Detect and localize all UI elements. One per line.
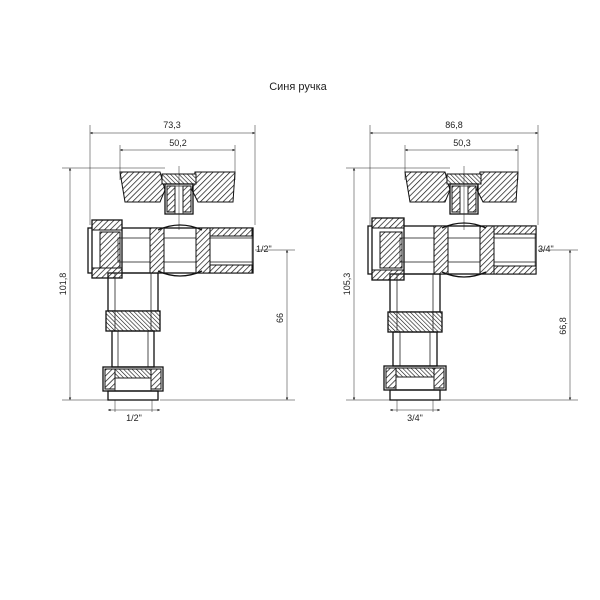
butterfly-handle	[404, 166, 519, 230]
dim-label-bottom-thread: 3/4"	[407, 413, 423, 423]
drawing-title: Синя ручка	[269, 81, 327, 93]
valve-body	[367, 217, 537, 281]
dim-label-handle-width: 50,2	[169, 138, 187, 148]
valve-stem	[383, 273, 447, 401]
dim-label-outlet-height: 66,8	[558, 317, 568, 335]
dim-label-overall-width: 86,8	[445, 120, 463, 130]
dim-label-overall-height: 101,8	[58, 273, 68, 296]
butterfly-handle	[119, 166, 236, 230]
dim-outlet-height: 66	[160, 249, 295, 401]
dim-label-side-thread: 1/2"	[256, 244, 272, 254]
dim-outlet-height: 66,8	[440, 249, 578, 401]
dim-overall-width: 86,8	[369, 120, 539, 225]
dim-label-overall-width: 73,3	[163, 120, 181, 130]
dim-overall-height: 101,8	[58, 167, 165, 401]
dim-overall-height: 105,3	[342, 167, 450, 401]
dim-overall-width: 73,3	[89, 120, 256, 225]
dim-label-handle-width: 50,3	[453, 138, 471, 148]
valve-right: 86,8 50,3 105,3 66,8 3/4"	[342, 120, 578, 423]
dim-label-side-thread: 3/4"	[538, 244, 554, 254]
valve-body	[87, 219, 254, 279]
dim-side-thread: 3/4"	[534, 226, 554, 272]
valve-left: 73,3 50,2 101,8 66 1/2"	[58, 120, 295, 423]
dim-bottom-thread: 3/4"	[390, 400, 440, 423]
valve-stem	[102, 272, 164, 401]
dim-label-outlet-height: 66	[275, 313, 285, 323]
dim-side-thread: 1/2"	[251, 228, 272, 268]
dim-label-overall-height: 105,3	[342, 273, 352, 296]
dim-bottom-thread: 1/2"	[108, 400, 160, 423]
dim-label-bottom-thread: 1/2"	[126, 413, 142, 423]
